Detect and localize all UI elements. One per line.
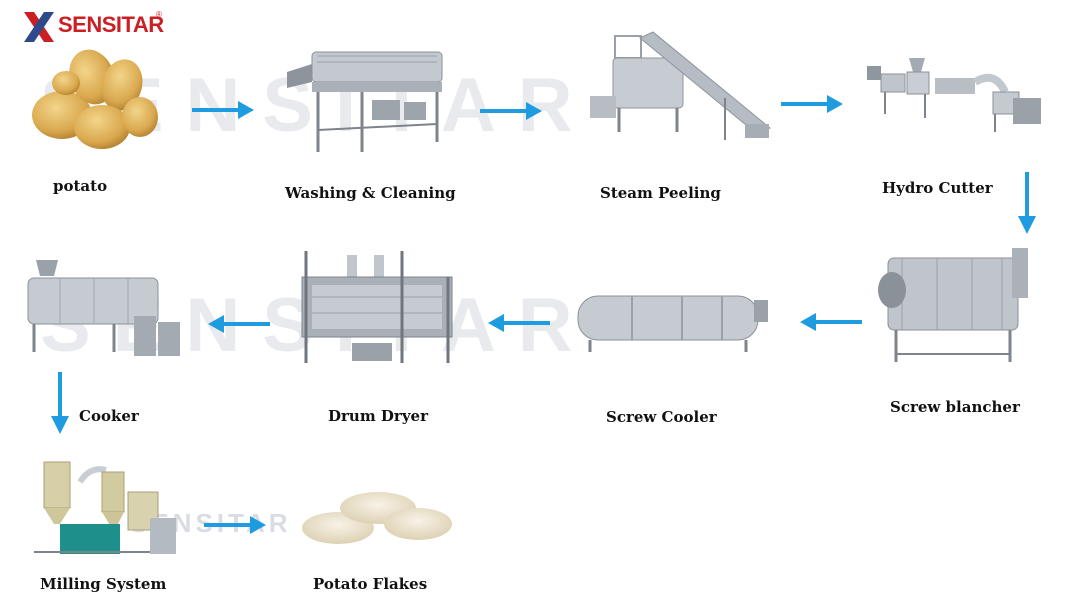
potato-flakes-image xyxy=(302,492,452,544)
arrow-right-icon xyxy=(781,95,843,113)
arrow-right-icon xyxy=(192,101,254,119)
brand-registered: ® xyxy=(156,10,162,19)
potato-image xyxy=(32,49,158,149)
label-dryer: Drum Dryer xyxy=(328,407,428,425)
label-blancher: Screw blancher xyxy=(890,398,1020,416)
brand-name: SENSITAR xyxy=(58,12,164,37)
arrow-right-icon xyxy=(204,516,266,534)
label-washing: Washing & Cleaning xyxy=(285,184,456,202)
label-milling: Milling System xyxy=(40,575,167,593)
label-potato: potato xyxy=(53,177,108,195)
cooker-image xyxy=(27,260,180,356)
screw-cooler-image xyxy=(577,295,768,352)
screw-blancher-image xyxy=(878,248,1028,362)
arrow-down-icon xyxy=(51,372,69,434)
steam-peeler-image xyxy=(590,31,771,140)
drum-dryer-image xyxy=(301,251,453,363)
arrow-left-icon xyxy=(208,315,270,333)
hydro-cutter-image xyxy=(867,58,1041,132)
arrow-right-icon xyxy=(480,102,542,120)
brand-x-icon xyxy=(24,12,54,42)
label-cooler: Screw Cooler xyxy=(606,408,717,426)
arrow-left-icon xyxy=(800,313,862,331)
label-flakes: Potato Flakes xyxy=(313,575,428,593)
label-peeling: Steam Peeling xyxy=(600,184,721,202)
milling-system-image xyxy=(34,461,176,554)
arrow-down-icon xyxy=(1018,172,1036,234)
label-cutter: Hydro Cutter xyxy=(882,179,993,197)
label-cooker: Cooker xyxy=(79,407,139,425)
brand-logo: SENSITAR ® xyxy=(22,8,164,44)
washing-machine-image xyxy=(287,51,443,152)
arrow-left-icon xyxy=(488,314,550,332)
